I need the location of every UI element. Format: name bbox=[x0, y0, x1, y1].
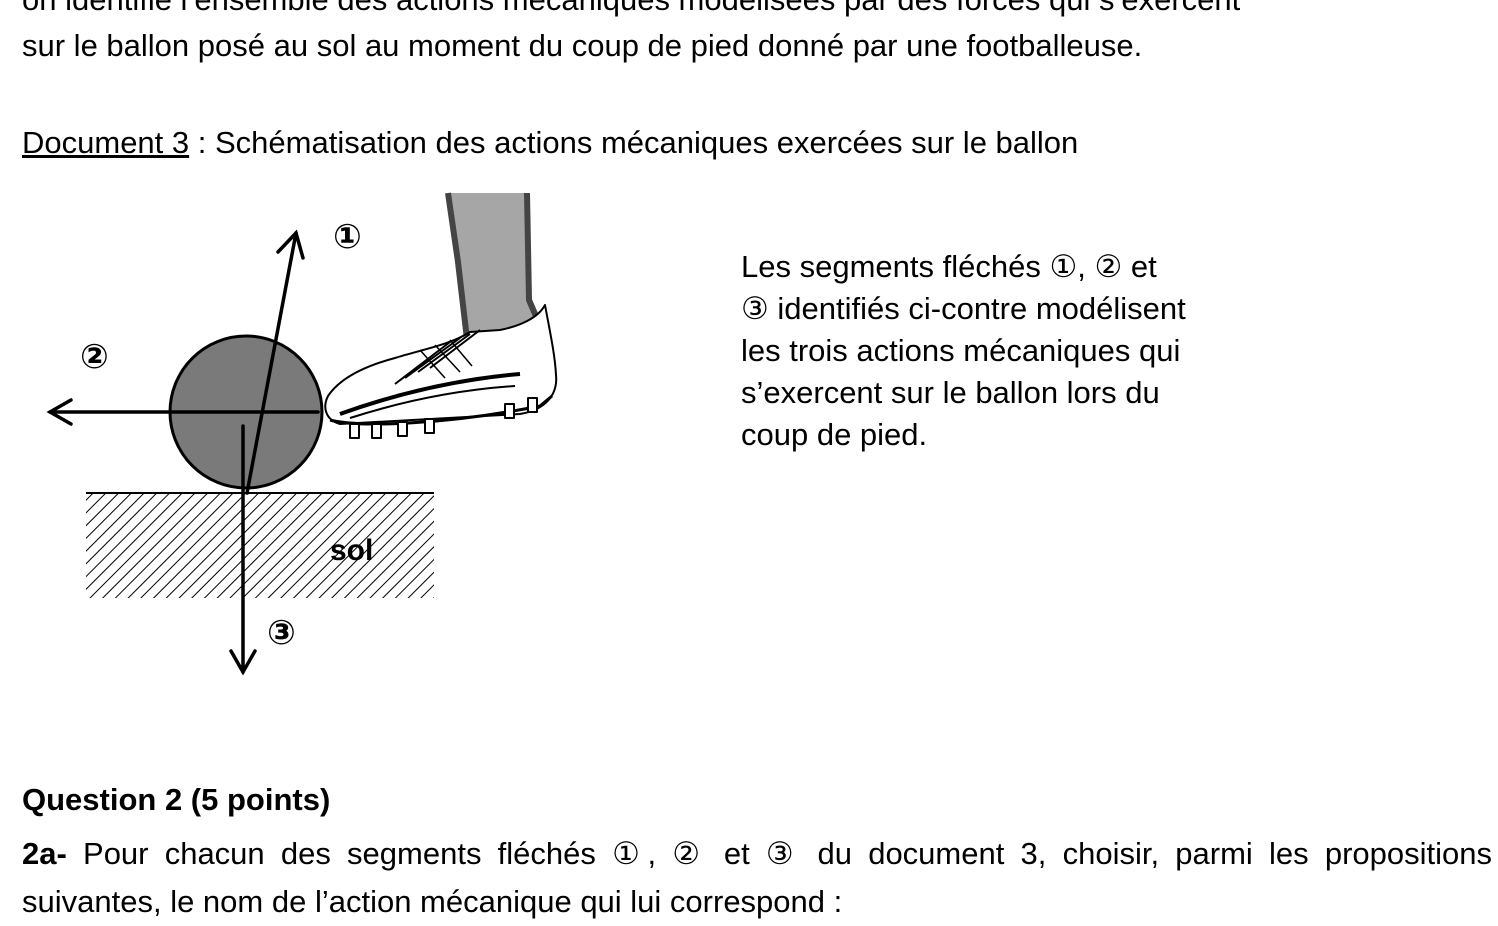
marker-2: ② bbox=[80, 337, 109, 377]
question-2a: 2a- Pour chacun des segments fléchés ①, … bbox=[22, 830, 1492, 926]
question-title: Question 2 (5 points) bbox=[22, 782, 331, 817]
question-2a-text: Pour chacun des segments fléchés ①, ② et… bbox=[22, 836, 1492, 919]
football-boot-icon bbox=[324, 192, 558, 439]
caption-line-5: coup de pied. bbox=[741, 417, 928, 452]
force-arrow-2 bbox=[46, 398, 320, 426]
intro-line-2: sur le ballon posé au sol au moment du c… bbox=[22, 28, 1143, 63]
question-2a-label: 2a- bbox=[22, 836, 67, 871]
figure-caption: Les segments fléchés ①, ② et ③ identifié… bbox=[741, 246, 1301, 456]
marker-3: ③ bbox=[267, 613, 296, 653]
document-title-text: : Schématisation des actions mécaniques … bbox=[189, 125, 1079, 160]
caption-line-1: Les segments fléchés ①, ② et bbox=[741, 249, 1157, 284]
force-diagram: sol ① ② ③ bbox=[46, 192, 558, 676]
caption-line-3: les trois actions mécaniques qui bbox=[741, 333, 1181, 368]
force-arrow-1 bbox=[245, 229, 305, 495]
document-label: Document 3 bbox=[22, 125, 190, 160]
caption-line-4: s’exercent sur le ballon lors du bbox=[741, 375, 1160, 410]
caption-line-2: ③ identifiés ci-contre modélisent bbox=[741, 291, 1186, 326]
ground bbox=[86, 492, 434, 598]
force-arrow-3 bbox=[229, 424, 257, 676]
intro-line-1: on identifie l’ensemble des actions méca… bbox=[22, 0, 1240, 18]
document-title: Document 3 : Schématisation des actions … bbox=[22, 125, 1078, 161]
ground-label: sol bbox=[330, 534, 373, 567]
marker-1: ① bbox=[333, 217, 362, 257]
